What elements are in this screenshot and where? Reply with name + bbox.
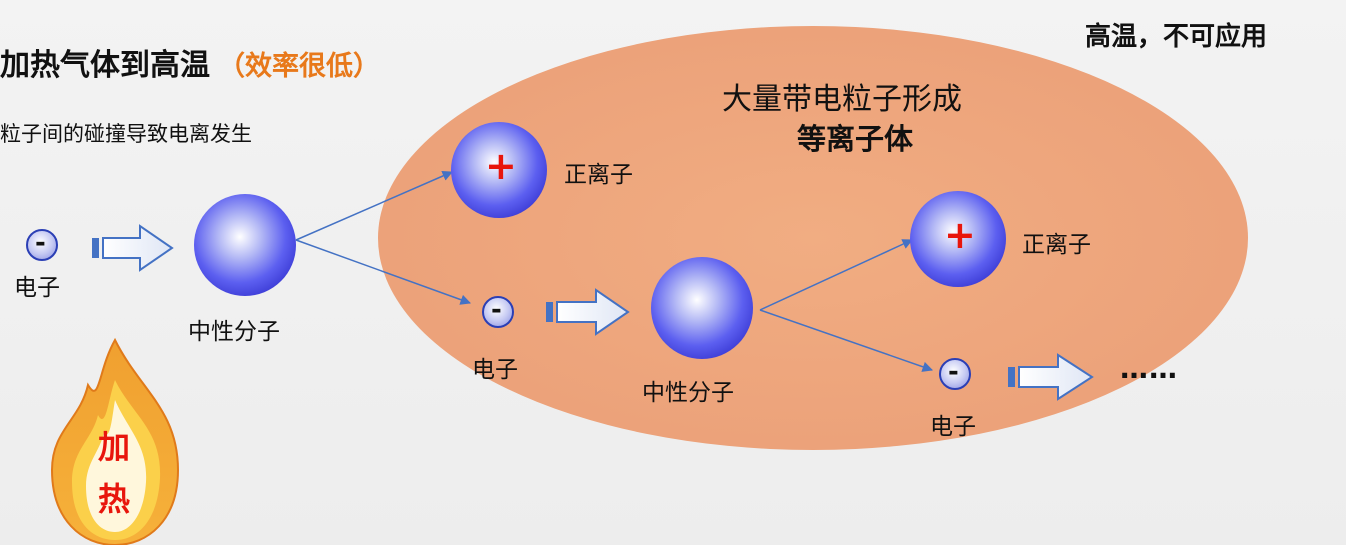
block-arrow-1 xyxy=(92,224,174,272)
electron-label-3: 电子 xyxy=(930,414,976,440)
ion-label-2: 正离子 xyxy=(1022,232,1091,258)
arrow-to-ion-1 xyxy=(295,170,453,241)
arrow-to-ion-2 xyxy=(759,239,913,311)
positive-ion-1 xyxy=(451,122,547,218)
plus-sign-1: + xyxy=(485,144,517,188)
block-arrow-3 xyxy=(1008,353,1094,401)
neutral-label-2: 中性分子 xyxy=(642,380,734,406)
plasma-region xyxy=(378,26,1248,450)
minus-sign-2: - xyxy=(491,295,502,325)
block-arrow-2 xyxy=(546,288,630,336)
main-title: 加热气体到高温 （效率很低） xyxy=(0,40,380,84)
neutral-label-1: 中性分子 xyxy=(188,319,280,345)
plasma-caption-line1: 大量带电粒子形成 xyxy=(722,82,962,117)
subtitle: 粒子间的碰撞导致电离发生 xyxy=(0,122,252,146)
flame-icon xyxy=(50,337,180,545)
ion-label-1: 正离子 xyxy=(564,162,633,188)
title-note: （效率很低） xyxy=(218,51,380,82)
electron-3 xyxy=(939,358,971,390)
minus-sign-3: - xyxy=(948,357,959,387)
electron-label-1: 电子 xyxy=(14,275,60,301)
corner-note: 高温，不可应用 xyxy=(1085,22,1268,52)
plus-sign-2: + xyxy=(944,213,976,257)
title-text: 加热气体到高温 xyxy=(0,48,210,83)
neutral-molecule-1 xyxy=(194,194,296,296)
neutral-molecule-2 xyxy=(651,257,753,359)
electron-1 xyxy=(26,229,58,261)
flame-char-1: 加 xyxy=(98,428,131,466)
continuation-dots: …… xyxy=(1120,352,1178,385)
electron-2 xyxy=(482,296,514,328)
arrow-to-electron-2 xyxy=(295,239,471,305)
positive-ion-2 xyxy=(910,191,1006,287)
arrow-to-electron-3 xyxy=(759,309,933,372)
electron-label-2: 电子 xyxy=(472,357,518,383)
flame-char-2: 热 xyxy=(98,480,131,518)
plasma-caption-line2: 等离子体 xyxy=(797,122,914,156)
minus-sign-1: - xyxy=(35,228,46,258)
